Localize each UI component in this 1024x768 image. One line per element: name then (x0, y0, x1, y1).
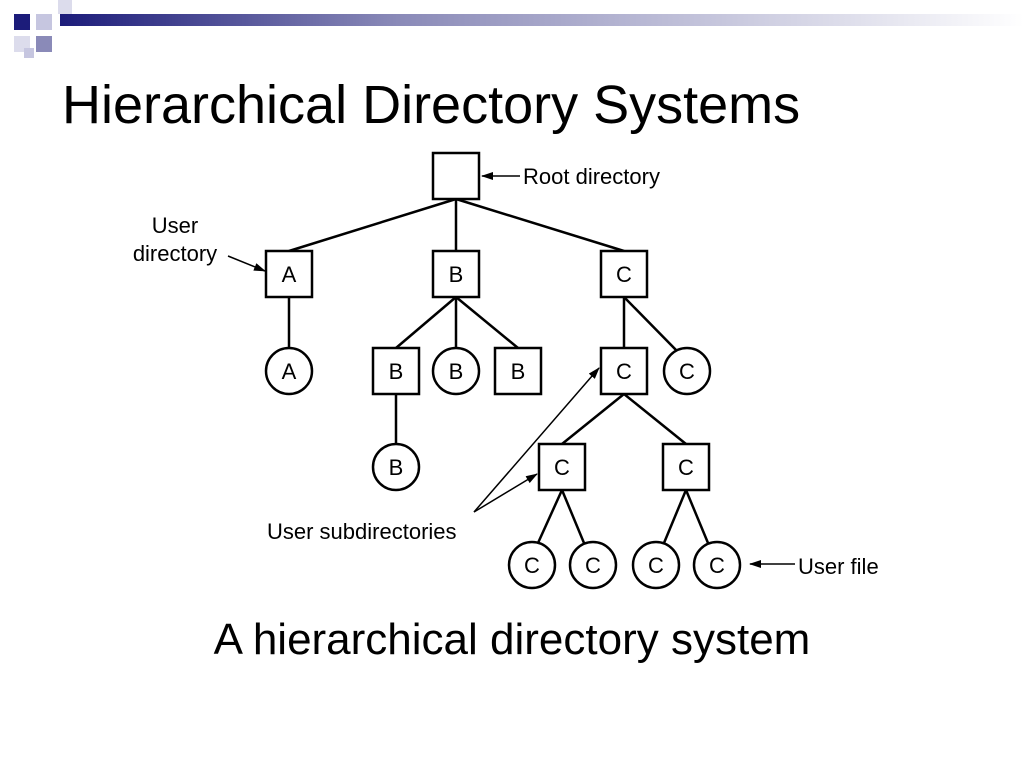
node-label: C (678, 455, 694, 480)
file-b-under-circle (371, 442, 421, 492)
subdirectory-b-box (371, 346, 421, 396)
root-directory-label: Root directory (523, 164, 660, 189)
node-label: C (616, 359, 632, 384)
corner-square (36, 14, 52, 30)
edge (561, 393, 625, 445)
corner-square (24, 48, 34, 58)
user-directory-b-box (431, 249, 481, 299)
edge (560, 489, 586, 544)
user-directory-label-line1: User (152, 213, 198, 238)
figure-caption: A hierarchical directory system (213, 615, 811, 664)
slide-title: Hierarchical Directory Systems (62, 75, 801, 135)
file-c-rl-circle (631, 540, 681, 590)
edge (662, 489, 688, 544)
subdirectory-c-left-box (537, 442, 587, 492)
user-subdirectories-label: User subdirectories (267, 519, 457, 544)
edge (684, 489, 710, 544)
file-c-ll-circle (507, 540, 557, 590)
subdirectories-arrow (473, 473, 538, 513)
node-label: B (449, 359, 464, 384)
root-directory-box (431, 151, 481, 201)
user-directory-label-line2: directory (133, 241, 217, 266)
corner-square (36, 36, 52, 52)
node-label: B (449, 262, 464, 287)
node-label: C (709, 553, 725, 578)
user-directory-arrow (227, 255, 266, 272)
node-label: A (282, 262, 297, 287)
file-b1-circle (431, 346, 481, 396)
subdirectory-c-box (599, 346, 649, 396)
node-label: B (511, 359, 526, 384)
edge (536, 489, 564, 544)
node-label: C (554, 455, 570, 480)
file-a-circle (264, 346, 314, 396)
subdirectories-arrow (473, 367, 600, 513)
node-label: C (524, 553, 540, 578)
subdirectory-b2-box (493, 346, 543, 396)
edge (623, 393, 687, 445)
edge (288, 197, 457, 253)
node-label: B (389, 455, 404, 480)
user-file-label: User file (798, 554, 879, 579)
node-label: C (616, 262, 632, 287)
edge (455, 296, 519, 349)
header-decoration (14, 0, 1024, 58)
edge (395, 296, 457, 349)
node-label: C (648, 553, 664, 578)
file-c-lr-circle (568, 540, 618, 590)
edge (455, 197, 625, 253)
node-label: B (389, 359, 404, 384)
subdirectory-c-right-box (661, 442, 711, 492)
user-directory-a-box (264, 249, 314, 299)
user-directory-c-box (599, 249, 649, 299)
header-gradient-bar (60, 14, 1024, 26)
corner-square (58, 0, 72, 14)
node-label: C (679, 359, 695, 384)
file-c1-circle (662, 346, 712, 396)
file-c-rr-circle (692, 540, 742, 590)
edge (623, 296, 679, 353)
corner-square (14, 14, 30, 30)
node-label: C (585, 553, 601, 578)
node-label: A (282, 359, 297, 384)
